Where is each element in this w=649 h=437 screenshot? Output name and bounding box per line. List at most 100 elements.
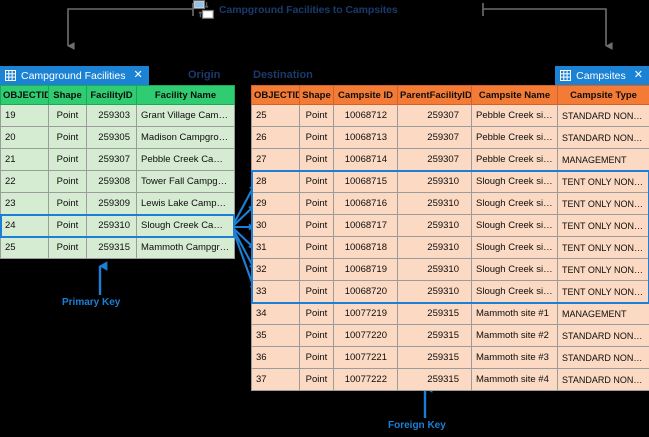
cell-objectid[interactable]: 21: [0, 148, 49, 171]
cell-campsite-id[interactable]: 10068717: [333, 214, 398, 237]
cell-shape[interactable]: Point: [48, 104, 87, 127]
col-objectid[interactable]: OBJECTID: [0, 85, 49, 105]
cell-parentfacilityid[interactable]: 259310: [397, 258, 472, 281]
cell-shape[interactable]: Point: [299, 346, 334, 369]
cell-campsite-name[interactable]: Mammoth site #3: [471, 346, 558, 369]
cell-parentfacilityid[interactable]: 259307: [397, 126, 472, 149]
cell-objectid[interactable]: 19: [0, 104, 49, 127]
cell-shape[interactable]: Point: [299, 236, 334, 259]
cell-campsite-id[interactable]: 10068712: [333, 104, 398, 127]
cell-campsite-type[interactable]: STANDARD NONELECTRIC: [557, 126, 649, 149]
cell-campsite-id[interactable]: 10077222: [333, 368, 398, 391]
cell-shape[interactable]: Point: [299, 170, 334, 193]
cell-shape[interactable]: Point: [48, 214, 87, 237]
cell-campsite-type[interactable]: STANDARD NONELECTRIC: [557, 346, 649, 369]
cell-campsite-name[interactable]: Mammoth site #4: [471, 368, 558, 391]
cell-campsite-type[interactable]: TENT ONLY NONELECTRIC: [557, 170, 649, 193]
close-icon[interactable]: ✕: [633, 69, 643, 81]
cell-objectid[interactable]: 28: [251, 170, 300, 193]
cell-objectid[interactable]: 29: [251, 192, 300, 215]
cell-campsite-name[interactable]: Pebble Creek site #27: [471, 148, 558, 171]
col-objectid[interactable]: OBJECTID: [251, 85, 300, 105]
cell-facility-name[interactable]: Madison Campground: [136, 126, 235, 149]
cell-shape[interactable]: Point: [48, 170, 87, 193]
cell-parentfacilityid[interactable]: 259315: [397, 302, 472, 325]
col-shape[interactable]: Shape: [48, 85, 87, 105]
cell-campsite-type[interactable]: STANDARD NONELECTRIC: [557, 324, 649, 347]
cell-objectid[interactable]: 26: [251, 126, 300, 149]
cell-parentfacilityid[interactable]: 259310: [397, 170, 472, 193]
cell-campsite-name[interactable]: Mammoth site #1: [471, 302, 558, 325]
cell-parentfacilityid[interactable]: 259310: [397, 192, 472, 215]
cell-campsite-name[interactable]: Mammoth site #2: [471, 324, 558, 347]
cell-shape[interactable]: Point: [48, 148, 87, 171]
cell-objectid[interactable]: 24: [0, 214, 49, 237]
close-icon[interactable]: ✕: [133, 69, 143, 81]
cell-campsite-name[interactable]: Slough Creek site #4: [471, 236, 558, 259]
cell-shape[interactable]: Point: [299, 302, 334, 325]
col-parentfacilityid[interactable]: ParentFacilityID: [397, 85, 472, 105]
cell-objectid[interactable]: 35: [251, 324, 300, 347]
cell-campsite-name[interactable]: Pebble Creek site #26: [471, 126, 558, 149]
cell-campsite-id[interactable]: 10077219: [333, 302, 398, 325]
cell-parentfacilityid[interactable]: 259310: [397, 236, 472, 259]
cell-objectid[interactable]: 23: [0, 192, 49, 215]
col-facility-name[interactable]: Facility Name: [136, 85, 235, 105]
cell-facilityid[interactable]: 259307: [86, 148, 137, 171]
col-campsite-name[interactable]: Campsite Name: [471, 85, 558, 105]
cell-campsite-id[interactable]: 10068719: [333, 258, 398, 281]
cell-facility-name[interactable]: Slough Creek Campground: [136, 214, 235, 237]
cell-facilityid[interactable]: 259315: [86, 236, 137, 259]
col-campsite-type[interactable]: Campsite Type: [557, 85, 649, 105]
cell-campsite-type[interactable]: TENT ONLY NONELECTRIC: [557, 236, 649, 259]
cell-facilityid[interactable]: 259303: [86, 104, 137, 127]
cell-campsite-type[interactable]: MANAGEMENT: [557, 302, 649, 325]
cell-shape[interactable]: Point: [48, 236, 87, 259]
cell-campsite-name[interactable]: Slough Creek site #5: [471, 258, 558, 281]
cell-campsite-id[interactable]: 10068716: [333, 192, 398, 215]
cell-campsite-type[interactable]: TENT ONLY NONELECTRIC: [557, 214, 649, 237]
cell-campsite-name[interactable]: Slough Creek site #6: [471, 280, 558, 303]
cell-campsite-id[interactable]: 10068713: [333, 126, 398, 149]
cell-objectid[interactable]: 30: [251, 214, 300, 237]
cell-campsite-id[interactable]: 10077221: [333, 346, 398, 369]
cell-parentfacilityid[interactable]: 259315: [397, 346, 472, 369]
cell-shape[interactable]: Point: [299, 258, 334, 281]
cell-campsite-id[interactable]: 10068714: [333, 148, 398, 171]
col-shape[interactable]: Shape: [299, 85, 334, 105]
cell-objectid[interactable]: 33: [251, 280, 300, 303]
cell-campsite-type[interactable]: TENT ONLY NONELECTRIC: [557, 258, 649, 281]
cell-shape[interactable]: Point: [299, 126, 334, 149]
cell-shape[interactable]: Point: [299, 148, 334, 171]
cell-campsite-type[interactable]: STANDARD NONELECTRIC: [557, 104, 649, 127]
cell-facilityid[interactable]: 259310: [86, 214, 137, 237]
cell-facility-name[interactable]: Mammoth Campground: [136, 236, 235, 259]
col-facilityid[interactable]: FacilityID: [86, 85, 137, 105]
cell-shape[interactable]: Point: [299, 368, 334, 391]
cell-campsite-type[interactable]: MANAGEMENT: [557, 148, 649, 171]
cell-shape[interactable]: Point: [48, 126, 87, 149]
cell-objectid[interactable]: 36: [251, 346, 300, 369]
cell-campsite-name[interactable]: Slough Creek site #1: [471, 170, 558, 193]
cell-objectid[interactable]: 25: [251, 104, 300, 127]
cell-parentfacilityid[interactable]: 259310: [397, 214, 472, 237]
cell-campsite-type[interactable]: STANDARD NONELECTRIC: [557, 368, 649, 391]
cell-parentfacilityid[interactable]: 259315: [397, 324, 472, 347]
